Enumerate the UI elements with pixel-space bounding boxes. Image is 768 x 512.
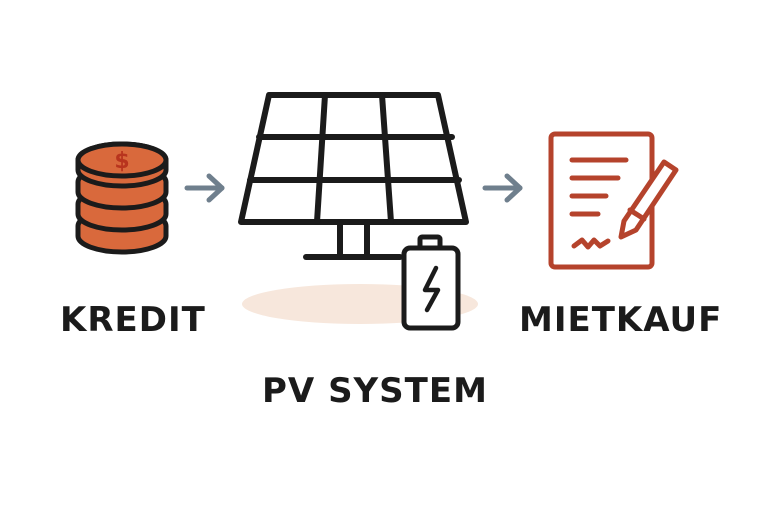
battery-bolt-icon (401, 234, 461, 331)
arrow-right-icon (184, 173, 225, 203)
mietkauf-label: MIETKAUF (519, 300, 723, 340)
kredit-label: KREDIT (60, 300, 206, 340)
coin-symbol: $ (114, 149, 129, 174)
contract-signature-icon (548, 131, 679, 270)
arrow-right-icon (482, 173, 523, 203)
coin-stack-icon (75, 141, 169, 255)
solar-panel-icon (238, 92, 469, 260)
pv-system-label: PV SYSTEM (262, 371, 488, 411)
